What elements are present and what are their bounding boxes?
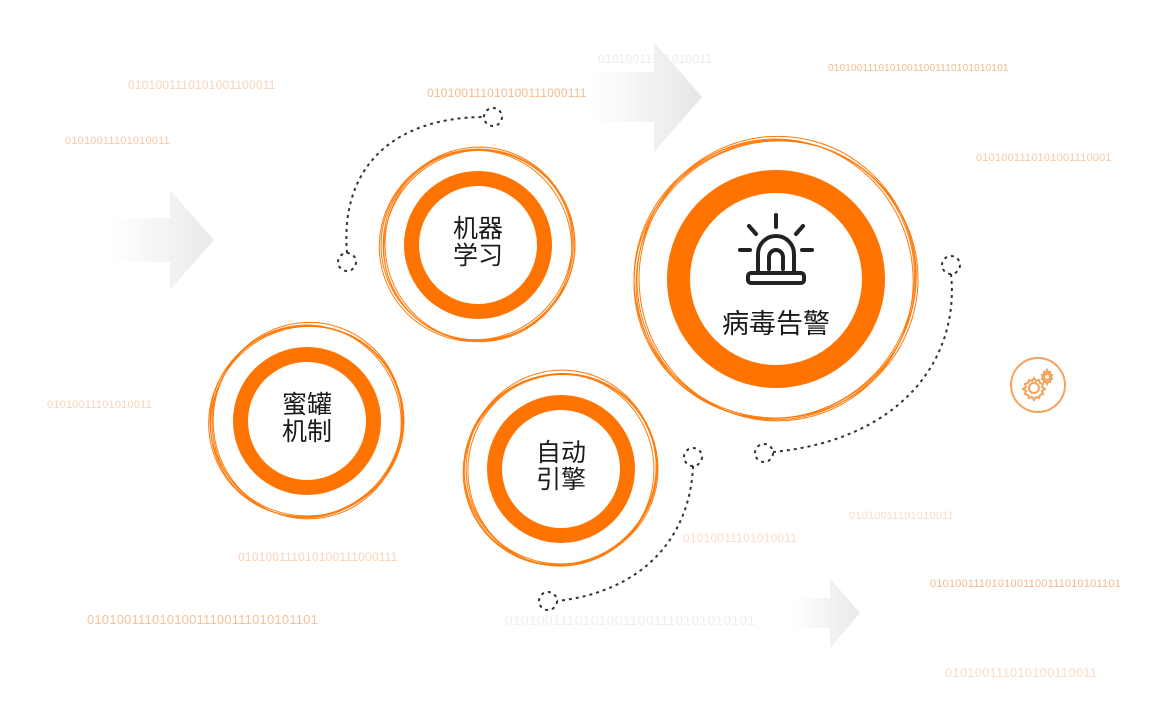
connector-line [345,116,484,254]
binary-text: 01010011101010011001110101010101 [505,612,756,628]
background-arrow [112,190,214,290]
binary-text: 01010011101010011100111010101101 [87,612,319,627]
node-label-line: 学习 [452,241,503,270]
node-label-line: 蜜罐 [281,390,332,419]
connector-endpoint [483,107,503,127]
node-ring [462,369,659,567]
connector-endpoint [941,255,961,275]
node-title: 病毒告警 [722,309,830,340]
connector-endpoint [683,447,703,467]
node-label-line: 引擎 [535,465,586,494]
node-label-line: 自动 [535,438,586,467]
binary-text: 0101001110101001100111010101101 [930,578,1121,590]
connector-endpoint [754,443,774,463]
binary-text: 010100111010100111000111 [427,86,587,100]
binary-text: 01010011101010011 [849,510,954,522]
node-auto-engine: 自动 引擎 [459,367,663,571]
binary-text: 01010011101010011 [683,531,798,545]
node-virus-alert: 病毒告警 [630,133,922,425]
node-ring [208,321,405,520]
node-ring [378,146,576,343]
binary-text: 0101001110101001110001 [976,152,1112,164]
binary-text: 010100111010100110011 [945,665,1098,680]
binary-text: 01010011101010011 [47,399,152,411]
node-honeypot: 蜜罐 机制 [205,319,409,523]
node-label-line: 机器 [452,214,503,243]
connector-endpoint [538,591,558,611]
binary-text: 01010011101010011001110101010101 [828,63,1009,74]
node-machine-learning: 机器 学习 [376,143,580,347]
binary-text: 0101001110101001100011 [128,78,276,92]
background-arrow [592,42,702,152]
connector-line [772,273,953,453]
background-arrow [792,578,860,648]
gear-icon [1010,357,1066,413]
connector-endpoint [337,252,357,272]
node-ring [633,135,919,422]
alarm-siren-icon [738,213,814,285]
node-label-line: 机制 [281,417,332,446]
binary-text: 010100111010100111000111 [238,550,398,564]
binary-text: 01010011101010011 [65,135,170,147]
